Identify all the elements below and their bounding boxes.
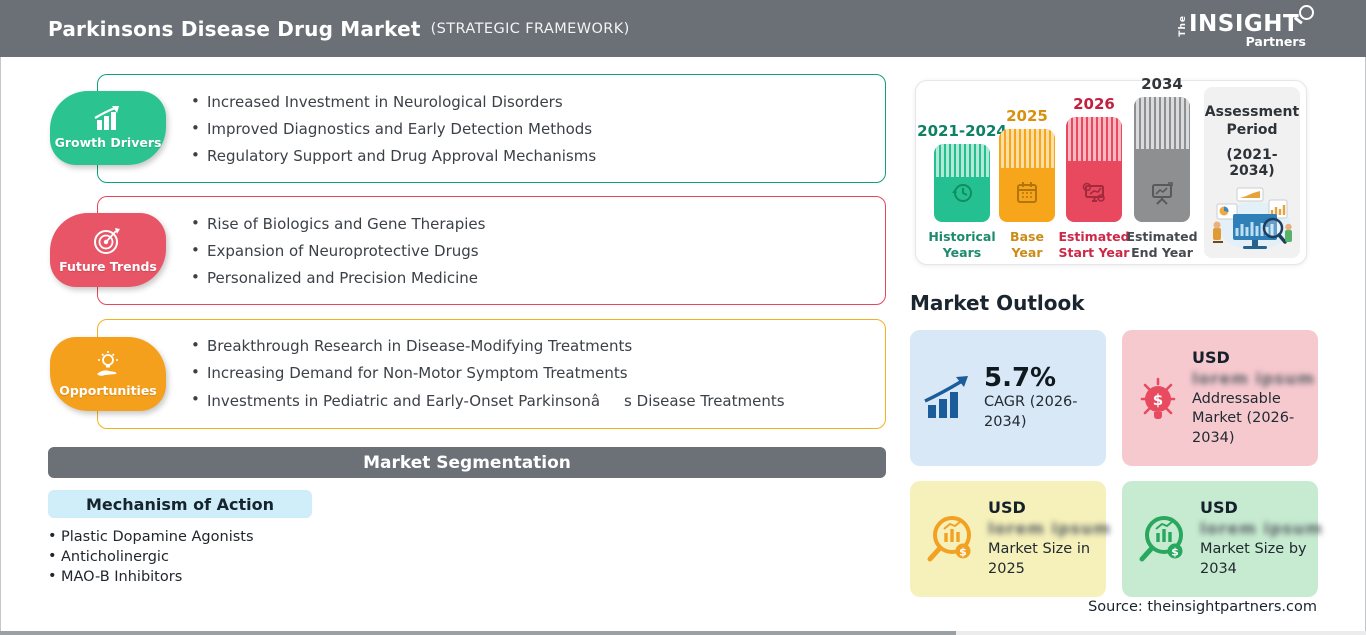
bar-year-label: 2025 [1006, 107, 1048, 125]
page-title: Parkinsons Disease Drug Market [48, 16, 421, 41]
opportunities-list: Breakthrough Research in Disease-Modifyi… [191, 328, 785, 420]
card-caption: Market Size in 2025 [988, 541, 1091, 577]
list-item: Expansion of Neuroprotective Drugs [191, 241, 485, 260]
future-trends-badge: Future Trends [50, 213, 166, 287]
header: Parkinsons Disease Drug Market (STRATEGI… [0, 0, 1366, 57]
opportunities-badge: Opportunities [50, 337, 166, 411]
list-item: MAO-B Inhibitors [48, 568, 254, 585]
future-trends-list: Rise of Biologics and Gene Therapies Exp… [191, 206, 485, 296]
market-segmentation-title: Market Segmentation [363, 452, 571, 473]
list-item: Increasing Demand for Non-Motor Symptom … [191, 363, 785, 382]
blurred-value: lorem ipsum [1200, 519, 1323, 539]
logo-the: The [1178, 15, 1188, 37]
estimated-end-year-bar: 2034 [1134, 75, 1190, 222]
assessment-period-range: (2021-2034) [1226, 147, 1278, 180]
list-item: Anticholinergic [48, 548, 254, 565]
target-icon [94, 228, 120, 254]
future-trends-box: Rise of Biologics and Gene Therapies Exp… [97, 196, 886, 305]
bar [1134, 97, 1190, 222]
bar-stripe-cap [934, 144, 990, 177]
assessment-period-card: 2021-2024 2025 2026 [915, 75, 1307, 265]
market-outlook-heading: Market Outlook [910, 291, 1085, 315]
list-item: Regulatory Support and Drug Approval Mec… [191, 146, 596, 165]
list-item: Personalized and Precision Medicine [191, 268, 485, 287]
bar [999, 129, 1055, 222]
list-item: Rise of Biologics and Gene Therapies [191, 214, 485, 233]
bar-stripe-cap [1066, 117, 1122, 161]
mechanism-of-action-label: Mechanism of Action [86, 494, 274, 514]
currency-label: USD [1192, 347, 1230, 367]
scrollbar-thumb[interactable] [0, 631, 956, 635]
page-subtitle: (STRATEGIC FRAMEWORK) [430, 20, 630, 37]
historical-years-bar: 2021-2024 [917, 122, 1007, 222]
analytics-illustration [1213, 187, 1292, 250]
bar [934, 144, 990, 222]
bulb-dollar-icon: $ [1140, 377, 1176, 419]
magnifier-icon [1299, 5, 1314, 20]
cagr-card: 5.7% CAGR (2026-2034) [910, 330, 1106, 466]
bar-year-label: 2026 [1073, 95, 1115, 113]
bar [1066, 117, 1122, 222]
assessment-period-title: Assessment Period [1204, 104, 1300, 139]
source-attribution: Source: theinsightpartners.com [1088, 599, 1317, 615]
mechanism-of-action-list: Plastic Dopamine Agonists Anticholinergi… [48, 525, 254, 589]
bar-stripe-cap [1134, 97, 1190, 149]
card-caption: Market Size by 2034 [1200, 541, 1307, 577]
list-item: Investments in Pediatric and Early-Onset… [191, 390, 785, 411]
monitor-gear-icon [1082, 182, 1105, 202]
bar-stripe-cap [999, 129, 1055, 168]
blurred-value: lorem ipsum [1192, 368, 1315, 388]
svg-text:$: $ [1153, 391, 1163, 409]
list-item: Plastic Dopamine Agonists [48, 528, 254, 545]
growth-drivers-list: Increased Investment in Neurological Dis… [191, 84, 596, 174]
cagr-growth-icon [924, 376, 968, 418]
bar-year-label: 2034 [1141, 75, 1183, 93]
magnifier-chart-icon: $ [1139, 516, 1183, 562]
presentation-board-icon [1152, 182, 1173, 205]
calendar-icon [1017, 182, 1037, 203]
list-item: Breakthrough Research in Disease-Modifyi… [191, 336, 785, 355]
bulb-hand-icon [97, 351, 118, 376]
growth-drivers-badge: Growth Drivers [50, 91, 166, 165]
blurred-value: lorem ipsum [988, 519, 1111, 539]
growth-chart-icon [94, 106, 119, 130]
history-clock-icon [952, 184, 972, 202]
currency-label: USD [988, 498, 1026, 518]
svg-text:$: $ [1171, 546, 1179, 559]
opportunities-box: Breakthrough Research in Disease-Modifyi… [97, 319, 886, 429]
list-item: Improved Diagnostics and Early Detection… [191, 119, 596, 138]
logo-partners: Partners [1245, 34, 1306, 49]
growth-drivers-box: Increased Investment in Neurological Dis… [97, 74, 886, 183]
mechanism-of-action-chip: Mechanism of Action [48, 490, 312, 518]
cagr-value: 5.7% [984, 363, 1057, 394]
list-item: Increased Investment in Neurological Dis… [191, 92, 596, 111]
market-segmentation-bar: Market Segmentation [48, 447, 886, 478]
estimated-start-year-bar: 2026 [1066, 95, 1122, 222]
cagr-caption: CAGR (2026-2034) [984, 394, 1078, 430]
assessment-period-panel: Assessment Period (2021-2034) [1204, 87, 1300, 258]
logo-insight: INSIGHT [1189, 11, 1300, 37]
svg-text:$: $ [959, 546, 967, 559]
badge-label: Opportunities [59, 383, 157, 398]
market-size-2034-card: $ USD lorem ipsum Market Size by 2034 [1122, 481, 1322, 597]
insight-partners-logo: The INSIGHT Partners [1178, 5, 1314, 50]
badge-label: Future Trends [59, 259, 157, 274]
badge-label: Growth Drivers [54, 135, 162, 150]
card-caption: Addressable Market (2026-2034) [1192, 390, 1295, 446]
currency-label: USD [1200, 498, 1238, 518]
magnifier-chart-icon: $ [927, 516, 971, 562]
bar-year-label: 2021-2024 [917, 122, 1007, 140]
addressable-market-card: $ USD lorem ipsum Addressable Market (20… [1122, 330, 1318, 466]
base-year-bar: 2025 [999, 107, 1055, 222]
horizontal-scrollbar [0, 631, 1366, 635]
market-size-2025-card: $ USD lorem ipsum Market Size in 2025 [910, 481, 1110, 597]
